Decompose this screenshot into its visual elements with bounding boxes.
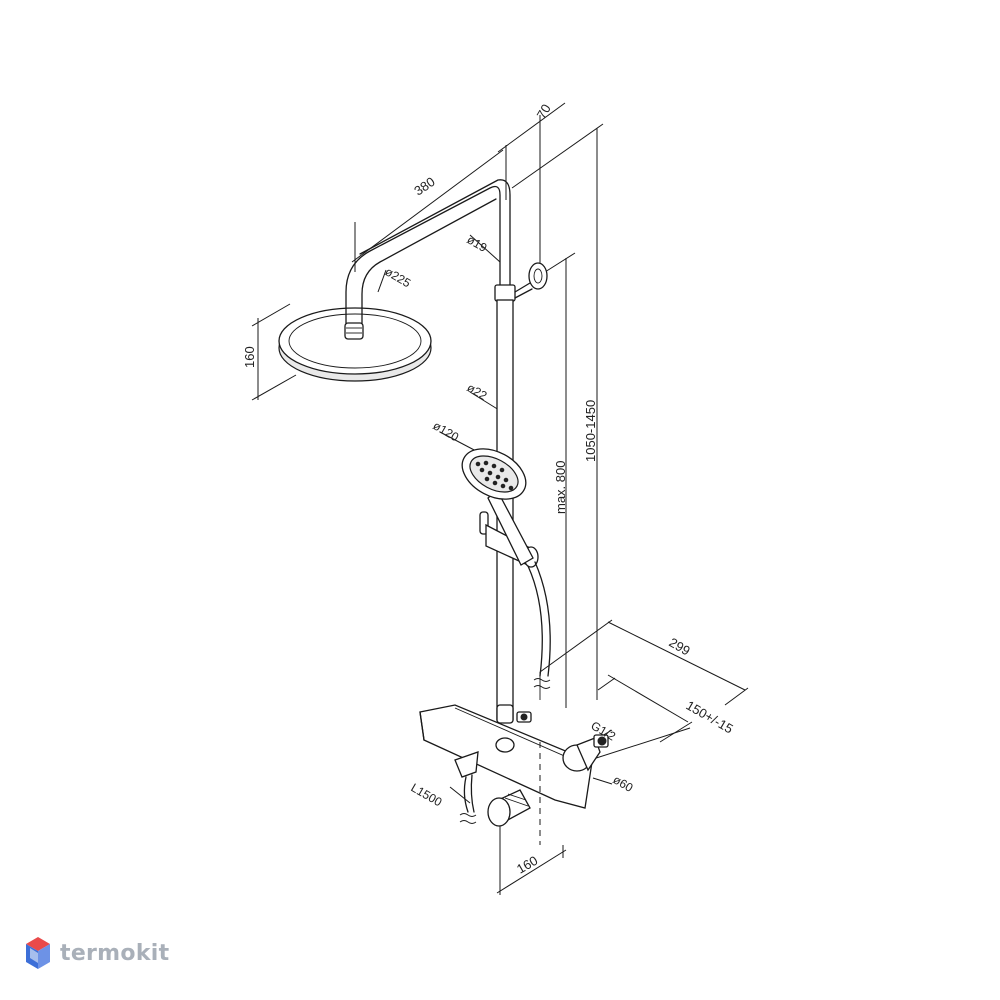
shower-hose: [527, 561, 551, 689]
dim-mixer-depth: 299: [667, 635, 693, 659]
dim-inlet-cover-diameter: ø60: [611, 772, 636, 795]
dim-holder-travel: max. 800: [553, 461, 568, 514]
wall-bracket: [494, 262, 548, 302]
dim-mixer-width: 160: [514, 853, 540, 877]
brand-name: termokit: [60, 940, 170, 966]
dim-head-diameter: ø225: [383, 264, 414, 290]
termokit-logo-icon: [26, 937, 50, 969]
dim-arm-length: 380: [411, 174, 437, 199]
dim-head-height: 160: [242, 346, 257, 368]
dim-hose-length: L1500: [409, 780, 445, 809]
dim-arm-offset: 70: [534, 101, 554, 121]
brand-watermark: termokit: [24, 935, 169, 971]
hand-shower: [461, 448, 534, 566]
thermostatic-mixer: [419, 672, 609, 845]
rain-shower-head: [278, 307, 432, 382]
shower-arm: [345, 179, 511, 324]
dimension-lines: [251, 102, 749, 895]
dim-rail-diameter: ø22: [465, 380, 490, 403]
dim-total-height: 1050-1450: [583, 400, 598, 462]
dim-arm-pipe-diameter: ø19: [465, 232, 490, 255]
